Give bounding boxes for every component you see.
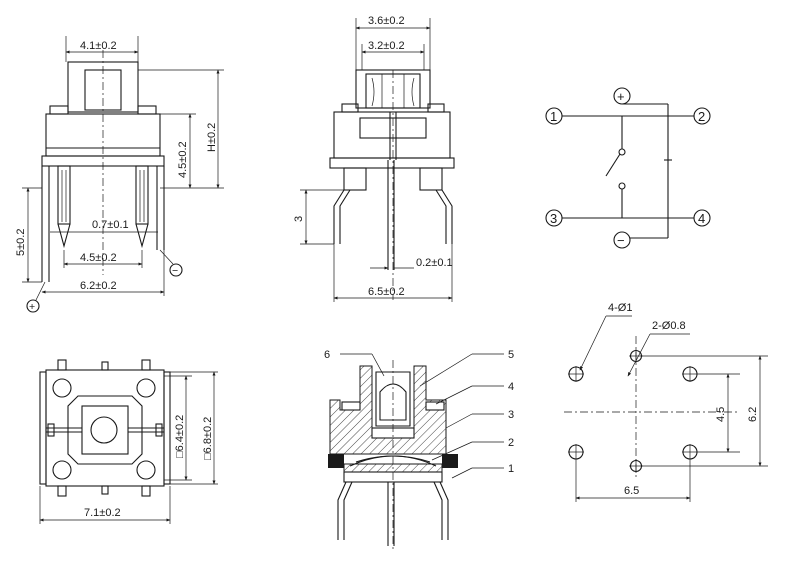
hole-large [568, 444, 584, 460]
plus-marker [613, 87, 631, 105]
callout-5: 5 [508, 349, 514, 361]
plus-terminal-icon [26, 299, 40, 313]
dim-front-pin: 0.2±0.1 [416, 257, 453, 269]
schem-pin3: 3 [550, 211, 557, 226]
front-view: 3.6±0.2 3.2±0.2 3 [293, 15, 455, 302]
footprint-holes-small: 2-Ø0.8 [652, 320, 686, 332]
minus-marker [613, 231, 631, 249]
dim-top-outer: □6.8±0.2 [202, 417, 214, 460]
schem-plus: + [617, 89, 625, 104]
dim-side-width: 4.1±0.2 [80, 40, 117, 52]
schem-pin2: 2 [698, 109, 705, 124]
hole-large [682, 444, 698, 460]
dim-front-span: 6.5±0.2 [368, 286, 405, 298]
dim-fp-height: 6.2 [747, 407, 759, 422]
hole-small [629, 459, 643, 473]
schem-pin4: 4 [698, 211, 705, 226]
pcb-footprint: 4-Ø1 2-Ø0.8 4.5 6.2 6.5 [564, 302, 768, 502]
dim-front-inner: 3.2±0.2 [368, 40, 405, 52]
side-view: 4.1±0.2 H±0.2 4.5±0.2 [15, 36, 224, 313]
pin2-marker [693, 107, 711, 125]
side-plus-sign: + [29, 301, 35, 313]
section-view: 6 5 4 3 2 1 [324, 349, 514, 552]
callout-2: 2 [508, 437, 514, 449]
side-minus-sign: − [172, 265, 178, 277]
dim-fp-width: 6.5 [624, 485, 639, 497]
pin4-marker [693, 209, 711, 227]
callout-6: 6 [324, 349, 330, 361]
minus-terminal-icon [169, 263, 183, 277]
schem-minus: − [617, 233, 625, 248]
dim-top-inner: □6.4±0.2 [174, 415, 186, 458]
switch-schematic: 1 2 3 4 + − [545, 87, 711, 249]
schem-pin1: 1 [550, 109, 557, 124]
dim-side-leg: 5±0.2 [15, 229, 27, 256]
hole-large [682, 366, 698, 382]
dim-fp-pitch: 4.5 [715, 407, 727, 422]
dim-front-outer: 3.6±0.2 [368, 15, 405, 27]
hole-large [568, 366, 584, 382]
dim-side-span: 6.2±0.2 [80, 280, 117, 292]
dim-side-pitch: 4.5±0.2 [80, 252, 117, 264]
top-view: □6.8±0.2 □6.4±0.2 7.1±0.2 [39, 359, 218, 524]
callout-1: 1 [508, 463, 514, 475]
dim-side-body: 4.5±0.2 [177, 141, 189, 178]
callout-3: 3 [508, 409, 514, 421]
dim-front-bend: 3 [293, 216, 305, 222]
dim-side-h: H±0.2 [206, 123, 218, 152]
dim-side-pin: 0.7±0.1 [92, 219, 129, 231]
pin1-marker [545, 107, 563, 125]
footprint-holes-large: 4-Ø1 [608, 302, 632, 314]
dim-top-width: 7.1±0.2 [84, 507, 121, 519]
callout-4: 4 [508, 381, 514, 393]
pin3-marker [545, 209, 563, 227]
